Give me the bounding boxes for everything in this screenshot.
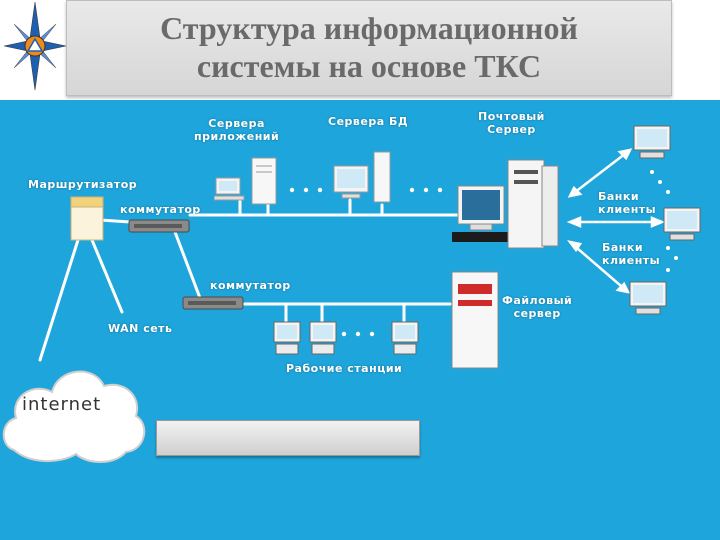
- switch-2-label: коммутатор: [210, 279, 291, 292]
- client-monitor-1-icon: [633, 125, 671, 159]
- workstation-1-icon: [273, 321, 301, 355]
- db-server-icon: [333, 151, 391, 203]
- db-servers-label: Сервера БД: [328, 115, 409, 128]
- internet-label: internet: [22, 394, 102, 415]
- compass-rose-icon: [4, 2, 66, 90]
- file-server-label: Файловый сервер: [502, 294, 573, 320]
- client-monitor-2-icon: [663, 207, 701, 241]
- file-server-icon: [451, 271, 499, 369]
- mail-server-icon: [452, 159, 559, 249]
- mail-server-label: Почтовый Сервер: [478, 110, 545, 136]
- app-servers-label: Сервера приложений: [194, 117, 280, 143]
- bottom-caption-bar: [156, 420, 420, 456]
- workstation-2-icon: [309, 321, 337, 355]
- title-line-1: Структура информационной: [160, 10, 578, 46]
- router-icon: [70, 196, 104, 241]
- switch-1-label: коммутатор: [120, 203, 201, 216]
- internet-cloud-icon: [2, 370, 146, 463]
- switch-1-icon: [128, 219, 190, 233]
- title-box: Структура информационной системы на осно…: [66, 0, 672, 96]
- workstations-label: Рабочие станции: [286, 362, 403, 375]
- client-monitor-3-icon: [629, 281, 667, 315]
- workstation-3-icon: [391, 321, 419, 355]
- app-server-icon: [214, 157, 277, 205]
- bank-clients-2-label: Банки клиенты: [602, 241, 661, 267]
- wan-label: WAN сеть: [108, 322, 173, 335]
- router-label: Маршрутизатор: [28, 178, 138, 191]
- title-line-2: системы на основе ТКС: [196, 48, 542, 84]
- bank-clients-1-label: Банки клиенты: [598, 190, 657, 216]
- switch-2-icon: [182, 296, 244, 310]
